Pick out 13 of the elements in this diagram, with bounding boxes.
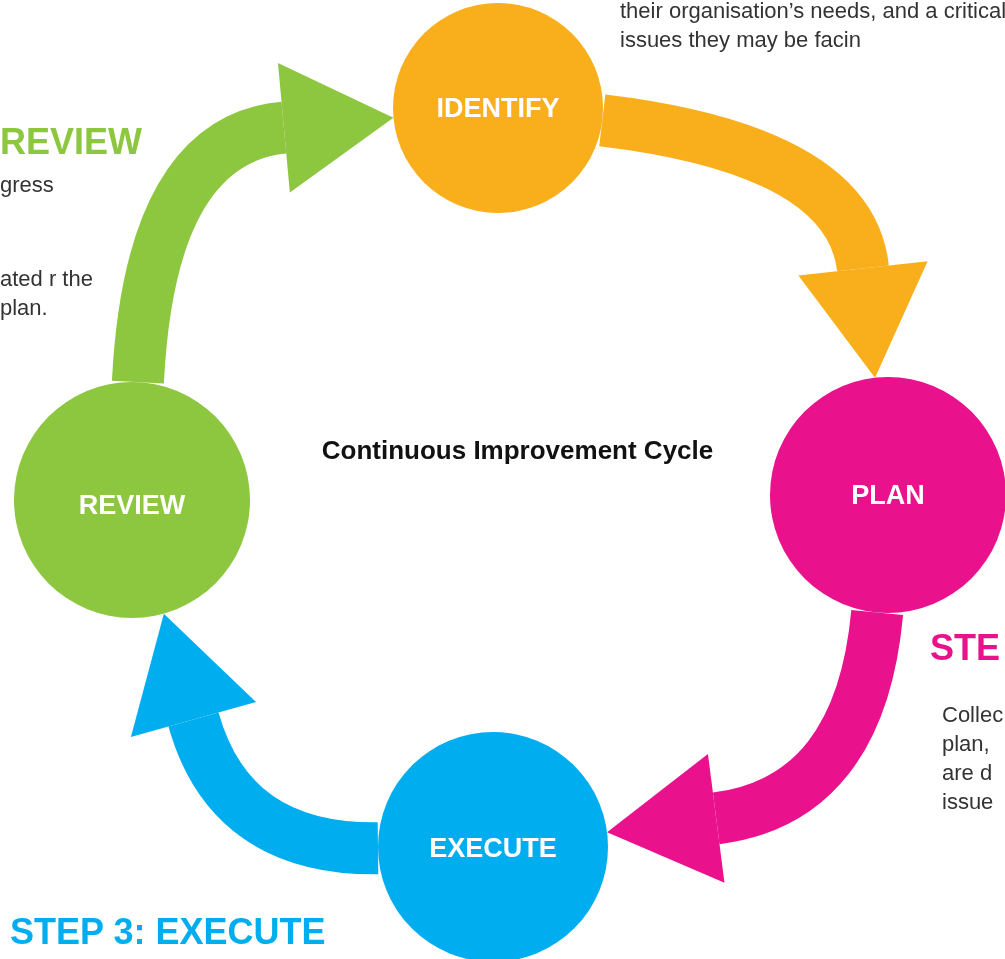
description-text: gress <box>0 171 55 199</box>
curved-arrow <box>111 63 393 385</box>
curved-arrow <box>598 94 927 377</box>
step-label: EXECUTE <box>429 832 557 864</box>
description-text: ated r the plan. <box>0 265 94 322</box>
step-label: REVIEW <box>78 489 186 521</box>
step-label: IDENTIFY <box>436 92 560 124</box>
description-text: Collec plan, are d issue <box>942 701 1004 816</box>
cycle-title: Continuous Improvement Cycle <box>320 436 715 465</box>
step-label: PLAN <box>851 479 925 511</box>
step-heading: REVIEW <box>0 122 140 162</box>
step-heading: STE <box>930 628 1001 668</box>
step-heading: STEP 3: EXECUTE <box>10 912 327 952</box>
